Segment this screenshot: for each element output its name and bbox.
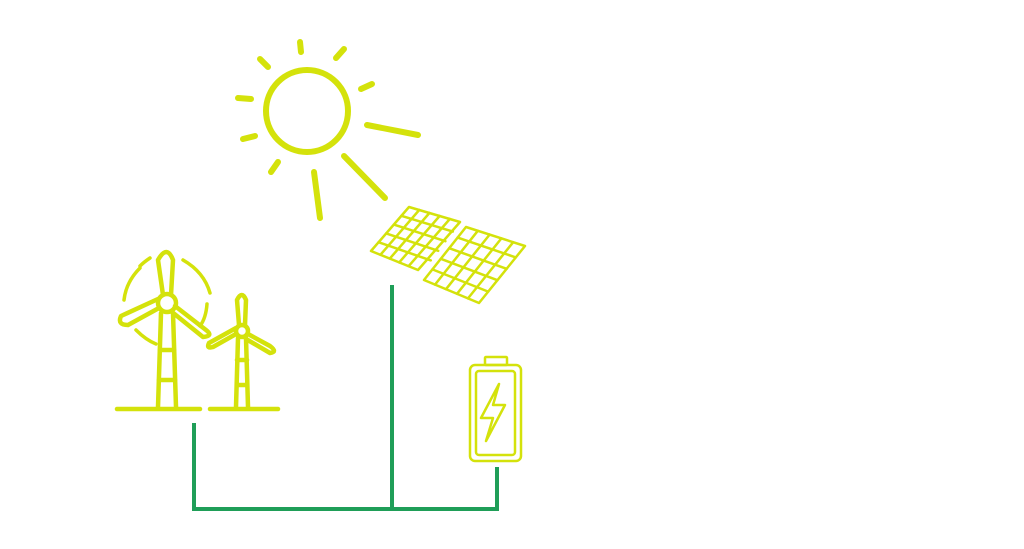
wind-turbine-icon: [114, 249, 281, 412]
sun-icon: [235, 39, 421, 221]
solar-panel-icon: [369, 205, 527, 305]
battery-icon: [468, 355, 523, 463]
power-line: [192, 285, 499, 511]
